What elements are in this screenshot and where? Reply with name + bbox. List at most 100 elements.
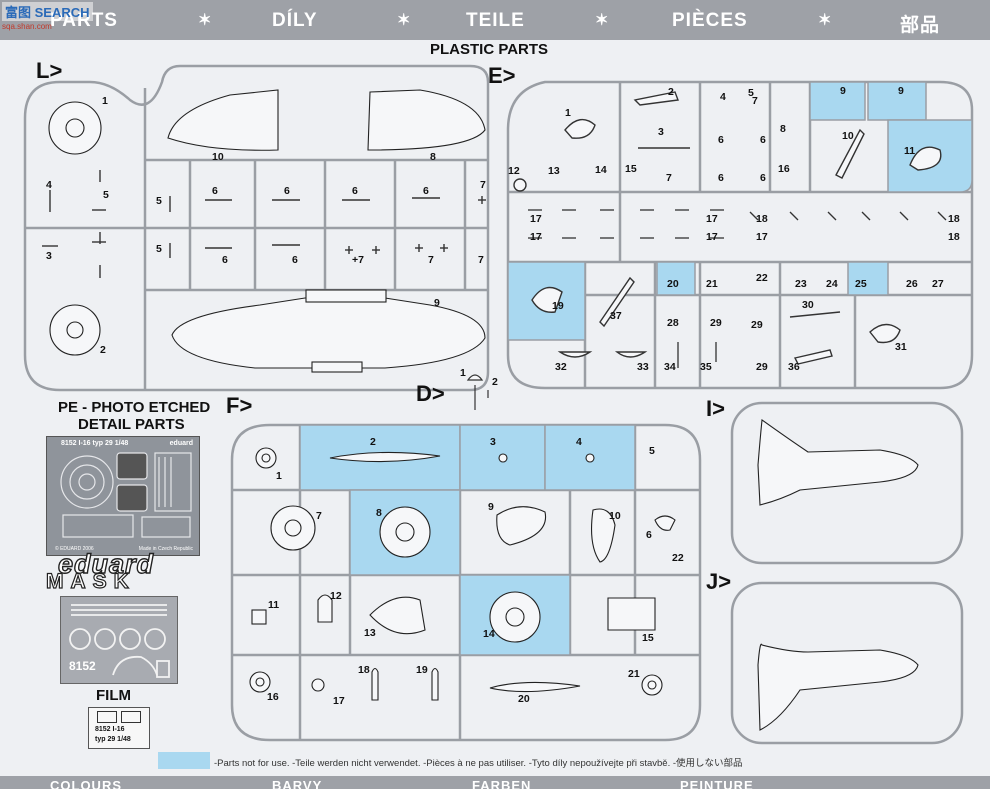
mask-brand: eduard	[57, 548, 155, 579]
part-number-e: 17	[530, 231, 542, 243]
pe-card-made: Made in Czech Republic	[138, 546, 193, 552]
part-number-e: 28	[667, 317, 679, 329]
part-number-f: 7	[316, 510, 322, 522]
part-number-l: 2	[100, 344, 106, 356]
part-number-e: 15	[625, 163, 637, 175]
part-number-l: 5	[156, 243, 162, 255]
part-number-e: 18	[948, 213, 960, 225]
wing-part-8	[367, 89, 486, 151]
fuselage-part-I	[757, 419, 919, 506]
footer-farben: FARBEN	[472, 778, 532, 789]
star-icon: ✶	[198, 12, 213, 29]
header-dily: DÍLY	[272, 10, 318, 31]
footer-colours: COLOURS	[50, 778, 122, 789]
part-number-f: 16	[267, 691, 279, 703]
part-number-f: 4	[576, 436, 582, 448]
star-icon: ✶	[397, 12, 412, 29]
part-number-e: 10	[842, 130, 854, 142]
part-number-l: 8	[430, 151, 436, 163]
part-number-e: 3	[658, 126, 664, 138]
part-number-f: 9	[488, 501, 494, 513]
sprue-frame-J	[730, 581, 964, 745]
part-number-e: 31	[895, 341, 907, 353]
part-number-l: 6	[212, 185, 218, 197]
pe-fret-drawing	[60, 452, 192, 538]
part-number-l: 5	[103, 189, 109, 201]
part-number-f: 20	[518, 693, 530, 705]
wheel-part-2	[49, 304, 101, 356]
wing-part-10	[167, 89, 279, 151]
part-number-e: 37	[610, 310, 622, 322]
footer-band: COLOURS BARVY FARBEN PEINTURE	[0, 776, 990, 789]
sprue-label-L: L>	[36, 58, 63, 83]
part-number-e: 26	[906, 278, 918, 290]
part-number-e: 33	[637, 361, 649, 373]
part-number-l: +7	[352, 254, 364, 266]
part-number-e: 27	[932, 278, 944, 290]
part-number-e: 11	[904, 145, 916, 157]
header-pieces: PIÈCES	[672, 10, 748, 31]
header-band: PARTS ✶ DÍLY ✶ TEILE ✶ PIÈCES ✶ 部品	[0, 0, 990, 40]
sprue-label-D: D>	[416, 381, 445, 406]
part-number-e: 6	[718, 134, 724, 146]
part-number-f: 10	[609, 510, 621, 522]
part-number-e: 16	[778, 163, 790, 175]
part-number-d: 1	[460, 367, 466, 379]
part-number-e: 30	[802, 299, 814, 311]
part-number-l: 6	[292, 254, 298, 266]
header-jp: 部品	[900, 15, 941, 36]
part-number-e: 19	[552, 300, 564, 312]
part-number-e: 17	[706, 231, 718, 243]
part-number-f: 17	[333, 695, 345, 707]
part-number-e: 32	[555, 361, 567, 373]
part-number-f: 19	[416, 664, 428, 676]
part-number-l: 6	[423, 185, 429, 197]
part-number-f: 18	[358, 664, 370, 676]
sprue-D	[466, 374, 489, 410]
part-number-e: 18	[948, 231, 960, 243]
part-number-d: 2	[492, 376, 498, 388]
plastic-parts-title: PLASTIC PARTS	[430, 41, 549, 58]
mask-card: 8152	[60, 596, 178, 684]
pe-card-code: 8152 I-16 typ 29 1/48	[61, 440, 129, 447]
part-number-l: 7	[428, 254, 434, 266]
part-number-e: 14	[595, 164, 607, 176]
footer-peinture: PEINTURE	[680, 778, 754, 789]
part-number-f: 21	[628, 668, 640, 680]
part-number-e: 5	[748, 87, 754, 99]
part-number-e: 7	[752, 95, 758, 107]
watermark-sub: sqa.shan.com	[2, 22, 52, 31]
pe-title: PE - PHOTO ETCHED	[58, 399, 211, 416]
part-number-e: 25	[855, 278, 867, 290]
part-number-e: 9	[898, 85, 904, 97]
film-window	[121, 711, 141, 723]
part-number-l: 6	[222, 254, 228, 266]
part-number-e: 8	[780, 123, 786, 135]
mask-drawing	[69, 604, 170, 678]
sprue-label-I: I>	[706, 396, 725, 421]
part-number-l: 10	[212, 151, 224, 163]
part-number-e: 7	[666, 172, 672, 184]
part-number-f: 11	[268, 599, 280, 611]
part-number-e: 22	[756, 272, 768, 284]
header-teile: TEILE	[466, 10, 525, 31]
part-number-e: 6	[718, 172, 724, 184]
sprue-frame-E	[506, 80, 974, 390]
part-number-f: 1	[276, 470, 282, 482]
part-number-e: 13	[548, 165, 560, 177]
part-number-f: 14	[483, 628, 495, 640]
part-number-f: 6	[646, 529, 652, 541]
part-number-e: 17	[530, 213, 542, 225]
part-number-e: 34	[664, 361, 676, 373]
part-number-l: 1	[102, 95, 108, 107]
part-number-l: 6	[284, 185, 290, 197]
sprue-frame-I	[730, 401, 964, 565]
part-number-e: 2	[668, 86, 674, 98]
part-number-e: 12	[508, 165, 520, 177]
part-number-l: 6	[352, 185, 358, 197]
part-number-e: 6	[760, 134, 766, 146]
watermark: 富图 SEARCH	[2, 2, 93, 21]
part-number-e: 29	[751, 319, 763, 331]
mask-code: 8152	[69, 659, 96, 673]
